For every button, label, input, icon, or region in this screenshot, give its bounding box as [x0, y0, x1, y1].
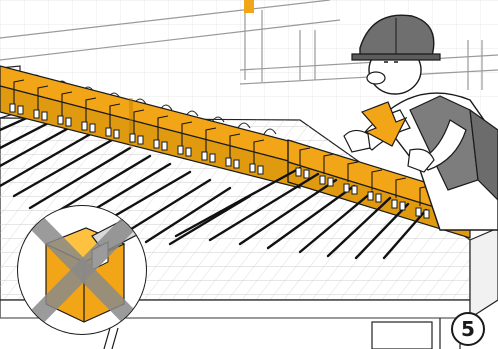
step-number-badge: 5 [451, 312, 485, 346]
top-tab [244, 0, 254, 13]
rod-ends-bottom [104, 328, 118, 349]
